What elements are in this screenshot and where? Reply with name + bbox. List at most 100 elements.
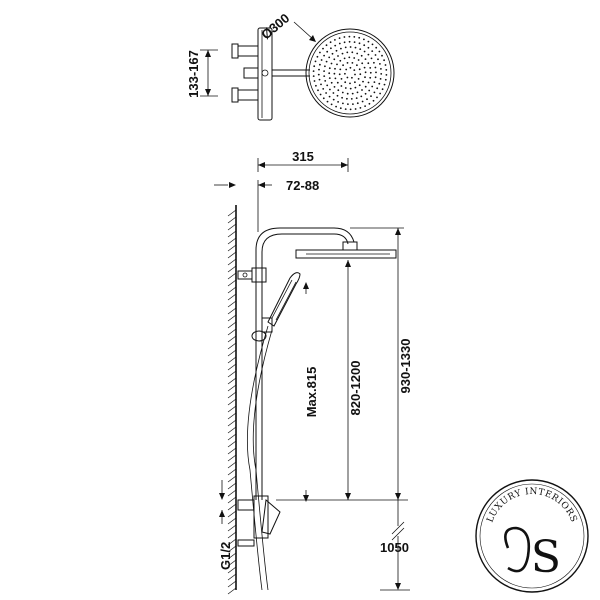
nozzle [355,97,358,99]
hatch-line [227,230,237,238]
nozzle [333,86,336,88]
nozzle [349,82,351,85]
nozzle [325,60,328,63]
nozzle [339,68,342,71]
nozzle [356,64,358,67]
nozzle [384,64,387,66]
hatch-line [227,405,237,413]
nozzle [344,81,347,84]
hatch-line [227,370,237,378]
hatch-line [227,475,237,483]
nozzle [337,101,339,103]
nozzle [320,83,322,86]
nozzle [363,38,365,41]
nozzle [385,69,388,71]
hatch-line [227,265,237,273]
nozzle [341,91,344,94]
nozzle [315,84,317,87]
nozzle [353,57,356,59]
nozzle [373,61,375,64]
nozzle [319,93,322,96]
nozzle [372,99,375,102]
nozzle [350,98,353,100]
nozzle [330,81,333,84]
nozzle [335,49,338,52]
nozzle [380,73,383,75]
nozzle [354,73,356,76]
hatch-line [227,489,237,497]
shower-head-top-view [305,28,395,118]
hatch-line [227,580,237,588]
nozzle [328,72,331,75]
hatch-line [227,237,237,245]
nozzle [342,102,344,105]
nozzle [334,39,336,41]
hatch-line [227,517,237,525]
nozzle [339,59,342,62]
nozzle [332,92,335,94]
nozzle [371,43,374,46]
nozzle [322,88,325,90]
nozzle [370,95,372,97]
nozzle [354,46,357,49]
hatch-line [227,587,237,595]
nozzle [368,102,371,105]
nozzle [361,62,364,65]
nozzle [369,71,372,74]
hatch-line [227,209,237,217]
nozzle [369,67,372,69]
nozzle [349,46,352,48]
nozzle [363,44,366,47]
nozzle [334,44,337,47]
wall-hatching [227,209,237,595]
thermostatic-mixer [253,495,269,539]
nozzle [338,73,341,76]
arm-reach-label: 315 [292,149,314,164]
luxury-interiors-logo: LUXURY INTERIORS S [475,479,589,593]
nozzle [358,84,361,87]
nozzle [353,36,356,38]
head-height-label: 820-1200 [348,361,363,416]
nozzle [379,78,382,80]
nozzle [352,103,354,105]
nozzle [338,37,341,39]
nozzle [364,58,367,60]
nozzle [320,59,323,61]
nozzle [343,36,346,38]
nozzle [353,69,356,71]
nozzle [330,47,332,50]
nozzle [349,108,352,111]
hatch-line [227,552,237,560]
nozzle [333,58,336,61]
nozzle [354,86,357,89]
nozzle [378,50,381,53]
nozzle [322,97,325,100]
nozzle [346,51,349,54]
nozzle [322,47,324,50]
hatch-line [227,510,237,518]
nozzle [335,105,337,108]
nozzle [337,55,339,57]
nozzle [364,85,367,88]
nozzle [376,96,378,99]
hatch-line [227,335,237,343]
nozzle [385,74,388,76]
nozzle [313,65,316,68]
nozzle [339,107,342,110]
nozzle [364,105,366,107]
hand-shower-max-label: Max.815 [304,367,319,418]
hatch-line [227,559,237,567]
nozzle [374,76,377,79]
nozzle [356,52,359,55]
nozzle [341,96,343,99]
nozzle [336,63,338,66]
nozzle [370,57,373,60]
nozzle [346,76,349,79]
nozzle [344,46,347,49]
nozzle [318,78,321,81]
mount-spacing-label: 133-167 [186,50,201,98]
hatch-line [227,216,237,224]
nozzle [379,92,381,95]
nozzle [361,100,364,103]
nozzle [317,89,319,92]
